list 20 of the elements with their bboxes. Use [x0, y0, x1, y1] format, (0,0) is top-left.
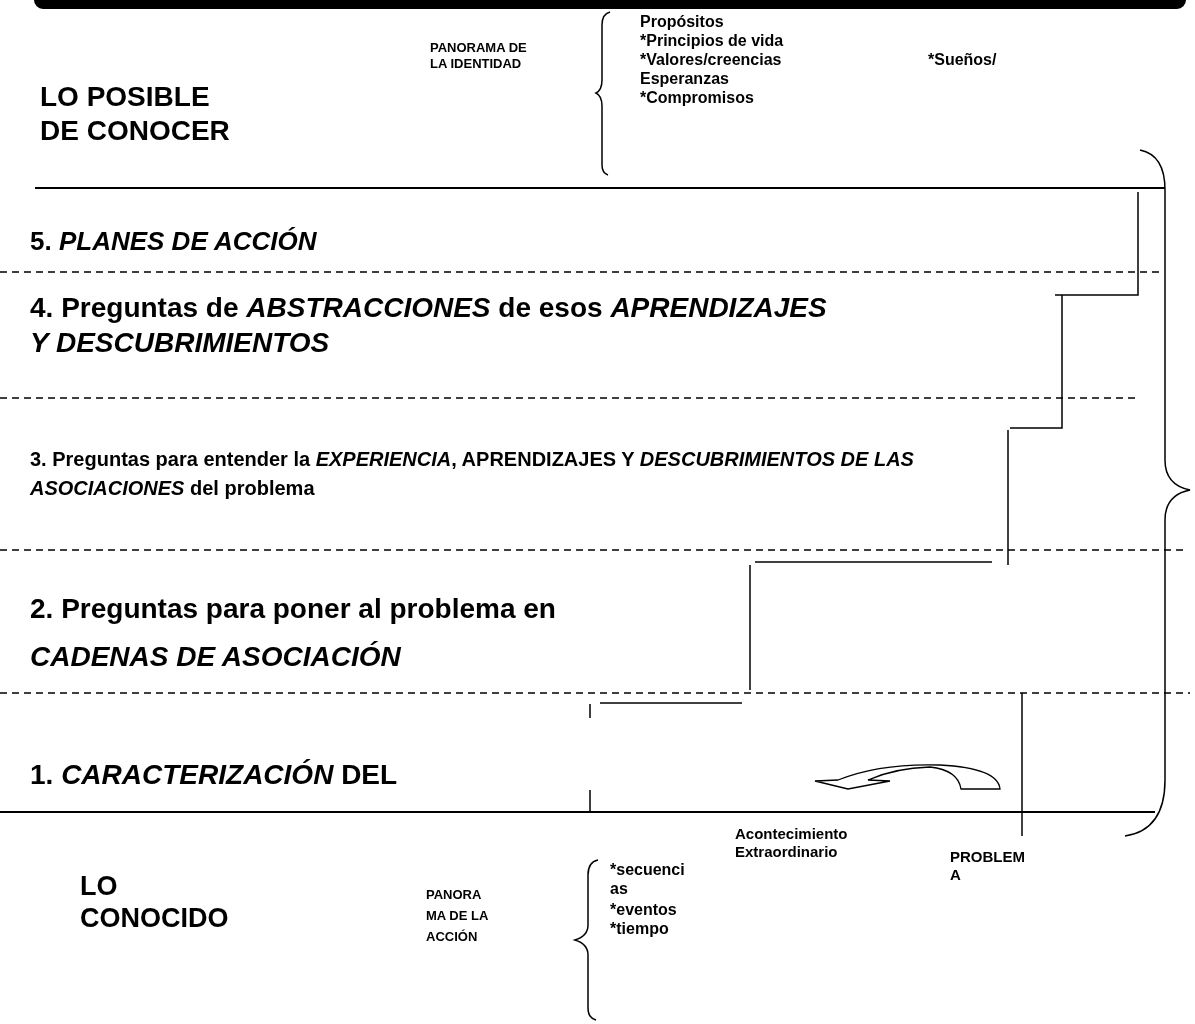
level-heading: 3. Preguntas para entender la EXPERIENCIA, APRENDIZAJES Y DESCUBRIMIENTOS DE LAS ASOCIACIONES del problema	[30, 447, 915, 501]
list-item: Esperanzas	[640, 69, 730, 89]
list-item: *tiempo	[610, 919, 670, 939]
section-heading: LO POSIBLE DE CONOCER	[40, 80, 231, 148]
problem-label: PROBLEMA	[950, 848, 1026, 884]
list-item: *Principios de vida	[640, 31, 785, 51]
list-item: *Sueños/	[928, 50, 998, 70]
list-item: Propósitos	[640, 12, 725, 32]
list-item: *Compromisos	[640, 88, 755, 108]
level-heading: 4. Preguntas de ABSTRACCIONES de esos APRENDIZAJES Y DESCUBRIMIENTOS	[30, 291, 828, 360]
list-item: *eventos	[610, 900, 678, 920]
event-label: Acontecimiento Extraordinario	[735, 825, 849, 861]
section-heading: LO CONOCIDO	[80, 870, 230, 935]
list-item: *Valores/creencias	[640, 50, 783, 70]
panorama-label: PANORAMA DE LA IDENTIDAD	[430, 40, 528, 72]
level-heading: 5. PLANES DE ACCIÓN	[30, 226, 318, 258]
list-item: *secuencias	[610, 860, 686, 899]
level-heading: 1. CARACTERIZACIÓN DEL	[30, 758, 399, 792]
panorama-label: PANORAMA DE LA ACCIÓN	[426, 886, 489, 946]
level-heading: 2. Preguntas para poner al problema en CADENAS DE ASOCIACIÓN	[30, 592, 557, 674]
